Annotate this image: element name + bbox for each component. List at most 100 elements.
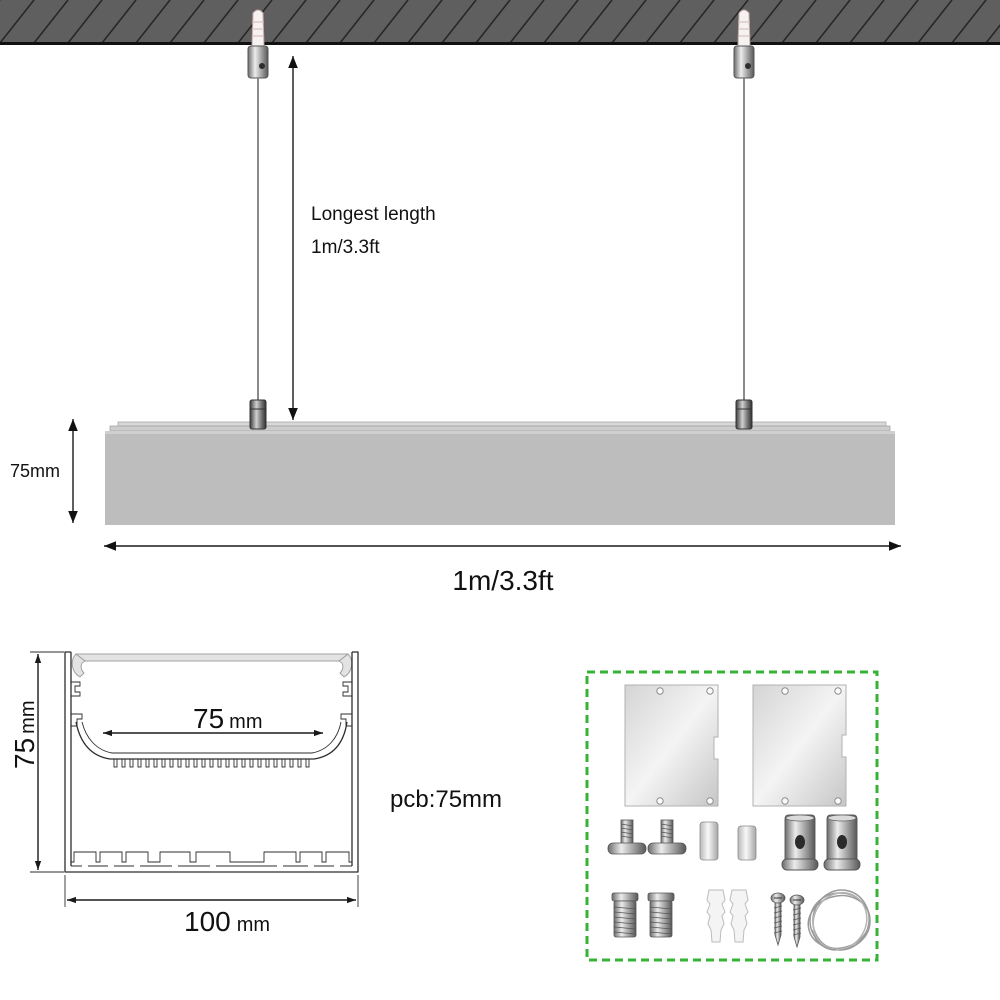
heatsink-fin xyxy=(265,758,270,768)
screw-2 xyxy=(789,894,805,949)
height-label: 75 mm xyxy=(9,701,40,769)
heatsink-fin xyxy=(153,758,158,768)
diffuser-cover xyxy=(75,653,349,662)
inner-width-value: 75 xyxy=(193,703,224,734)
ceiling xyxy=(0,0,1000,45)
wall-clip-left xyxy=(71,681,81,697)
screw-hole xyxy=(834,687,842,695)
inner-width-unit: mm xyxy=(229,711,262,733)
ceiling-anchor-left xyxy=(247,9,269,79)
profile-top-rail xyxy=(109,425,891,432)
diffuser-clip-left xyxy=(71,653,86,678)
cable-end-cylinder-icon xyxy=(249,399,267,430)
heatsink-fins xyxy=(113,758,310,768)
screw-thread xyxy=(773,905,783,934)
gripper-base xyxy=(823,858,861,871)
insert-thread xyxy=(649,906,673,935)
profile-highlight xyxy=(105,431,895,434)
width-value: 100 xyxy=(184,906,231,937)
heatsink-fin xyxy=(257,758,262,768)
cable-gripper-icon xyxy=(247,45,269,79)
cable-end-cylinder-left xyxy=(249,399,267,430)
insert-flange xyxy=(611,892,639,902)
profile-top-rib xyxy=(117,421,887,427)
gripper-hole xyxy=(795,835,805,849)
heatsink-fin xyxy=(201,758,206,768)
heatsink-fin xyxy=(249,758,254,768)
profile-outer-contour xyxy=(64,651,359,873)
heatsink-fin xyxy=(225,758,230,768)
ceiling-hatch xyxy=(0,0,1000,43)
heatsink-fin xyxy=(121,758,126,768)
accessories-kit xyxy=(585,670,879,962)
tray-support-right xyxy=(340,713,352,727)
heatsink-fin xyxy=(209,758,214,768)
tray-support-left xyxy=(71,713,83,727)
pcb-tray-inner xyxy=(81,721,342,754)
width-extension-lines xyxy=(64,875,359,907)
heatsink-fin xyxy=(273,758,278,768)
heatsink-fin xyxy=(145,758,150,768)
heatsink-fin xyxy=(169,758,174,768)
gripper-hole xyxy=(259,63,265,69)
profile-height-label: 75mm xyxy=(10,461,60,481)
t-bolt-head xyxy=(647,842,687,855)
width-unit: mm xyxy=(237,914,270,936)
gripper-hole xyxy=(745,63,751,69)
suspension-length-title: Longest length xyxy=(311,204,436,225)
screw-1 xyxy=(770,892,786,947)
end-cap-icon xyxy=(624,684,719,807)
wall-plug-icon xyxy=(737,9,751,47)
wall-plug-icon xyxy=(251,9,265,47)
threaded-insert-1 xyxy=(611,892,639,938)
t-bolt-1 xyxy=(607,819,647,855)
end-cap-right xyxy=(752,684,847,807)
coil-loop xyxy=(812,891,868,951)
steel-wire-coil-icon xyxy=(807,889,871,951)
height-unit: mm xyxy=(17,701,39,734)
wall-plug-2 xyxy=(729,889,749,943)
coil-loop xyxy=(807,894,871,950)
wall-plug-ridges xyxy=(252,21,264,37)
cable-gripper-icon xyxy=(733,45,755,79)
heatsink-fin xyxy=(233,758,238,768)
screw-hole xyxy=(706,687,714,695)
end-cap-left xyxy=(624,684,719,807)
t-bolt-head xyxy=(607,842,647,855)
heatsink-fin xyxy=(297,758,302,768)
base-slot-line xyxy=(71,851,352,863)
t-bolt-2 xyxy=(647,819,687,855)
cable-sleeve-1 xyxy=(699,821,719,861)
screw-hole xyxy=(834,797,842,805)
screw-hole xyxy=(781,797,789,805)
accessories-border xyxy=(585,670,879,962)
heatsink-fin xyxy=(289,758,294,768)
heatsink-fin xyxy=(193,758,198,768)
heatsink-fin xyxy=(241,758,246,768)
profile-body xyxy=(105,431,895,525)
heatsink-fin xyxy=(217,758,222,768)
gripper-top xyxy=(785,814,815,822)
screw-hole xyxy=(781,687,789,695)
insert-flange xyxy=(647,892,675,902)
wall-clip-right xyxy=(342,681,352,697)
height-value: 75 xyxy=(9,738,40,769)
screw-hole xyxy=(656,797,664,805)
heatsink-fin xyxy=(305,758,310,768)
ceiling-edge-line xyxy=(0,42,1000,45)
screw-shaft xyxy=(793,903,801,949)
end-cap-icon xyxy=(752,684,847,807)
suspension-gripper-1 xyxy=(781,814,819,871)
profile-side-view xyxy=(105,421,895,525)
heatsink-fin xyxy=(137,758,142,768)
insert-thread xyxy=(613,906,637,935)
screw-shaft xyxy=(774,901,782,947)
gripper-hole xyxy=(837,835,847,849)
heatsink-fin xyxy=(281,758,286,768)
cable-end-cylinder-icon xyxy=(735,399,753,430)
screw-thread xyxy=(792,907,802,936)
cable-end-cylinder-right xyxy=(735,399,753,430)
